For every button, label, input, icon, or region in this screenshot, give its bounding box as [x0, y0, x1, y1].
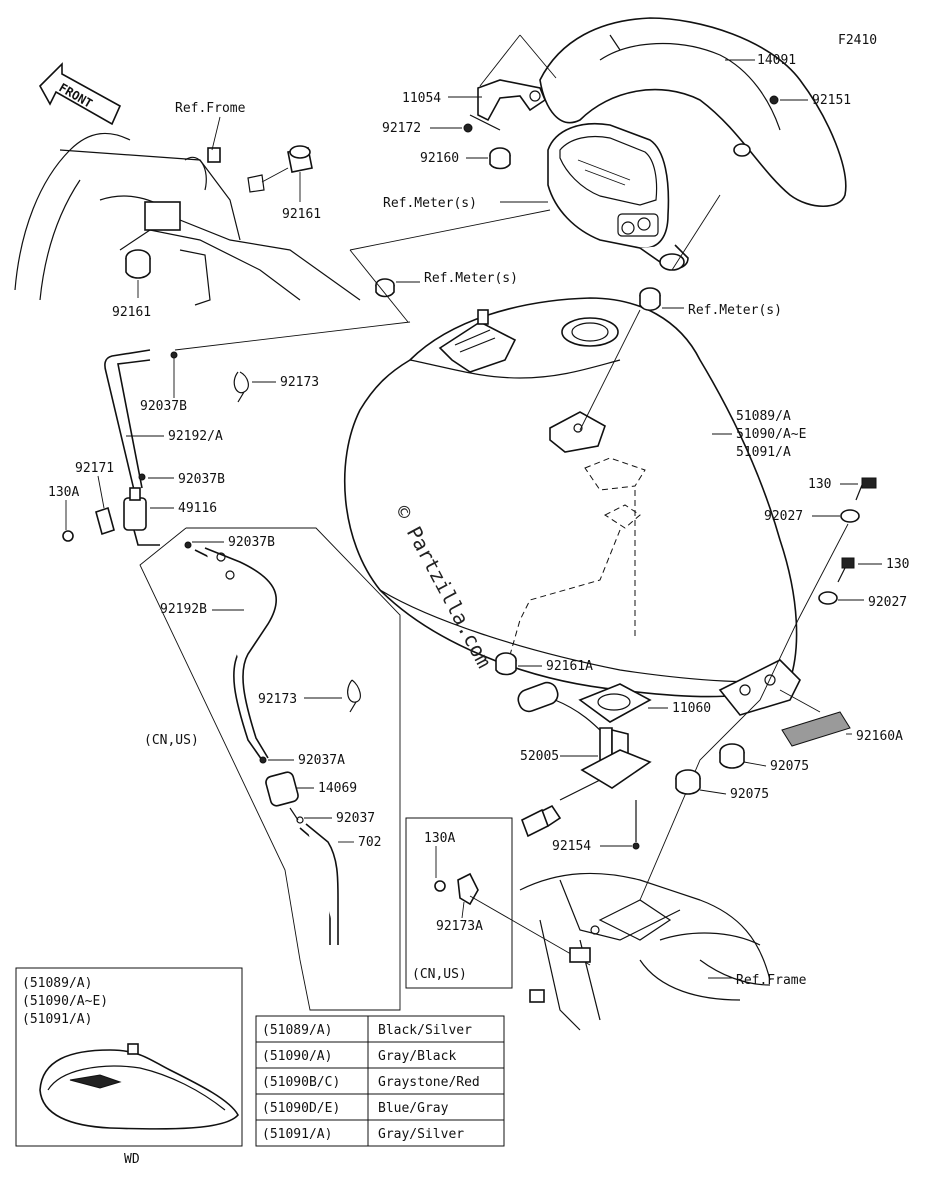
- callout-92027-lower: 92027: [868, 595, 907, 610]
- callout-92173-b: 92173: [258, 692, 297, 707]
- callout-92192B: 92192B: [160, 602, 207, 617]
- bolt-130-upper: [855, 477, 877, 501]
- callout-tank-51091A: 51091/A: [736, 445, 791, 460]
- meter-assembly: [547, 123, 689, 271]
- callout-130-upper: 130: [808, 477, 831, 492]
- callout-92161A: 92161A: [546, 659, 593, 674]
- screw-92154: [632, 800, 640, 850]
- callout-92037B-3: 92037B: [228, 535, 275, 550]
- callout-92154: 92154: [552, 839, 591, 854]
- clip-92173-b: [347, 679, 361, 713]
- callout-tank-51090AE: 51090/A~E: [736, 427, 806, 442]
- inset-caption: WD: [124, 1152, 140, 1167]
- callout-92171: 92171: [75, 461, 114, 476]
- bolt-130A-box: [434, 880, 446, 892]
- callout-92173-a: 92173: [280, 375, 319, 390]
- frame-lower-illustration: [519, 872, 771, 1031]
- fuel-sender-52005: [517, 681, 652, 838]
- table-row-code: (51091/A): [262, 1127, 332, 1142]
- inset-line-3: (51091/A): [22, 1012, 92, 1027]
- region-note-cn-us-left: (CN,US): [144, 733, 199, 748]
- table-row-code: (51090D/E): [262, 1101, 340, 1116]
- callout-130-lower: 130: [886, 557, 909, 572]
- bolt-130A-left: [62, 530, 74, 542]
- fuel-tank: [343, 297, 801, 716]
- callout-52005: 52005: [520, 749, 559, 764]
- damper-92075-upper: [719, 743, 745, 769]
- inset-line-2: (51090/A~E): [22, 994, 108, 1009]
- washer-92027-upper: [840, 509, 860, 523]
- table-row-color: Blue/Gray: [378, 1101, 449, 1116]
- hose-92192B: [194, 547, 277, 761]
- hose-92192A: [104, 349, 151, 491]
- callout-130A-left: 130A: [48, 485, 79, 500]
- color-table: [255, 1015, 505, 1147]
- inset-tank-illustration: [39, 1043, 239, 1130]
- table-row-code: (51090/A): [262, 1049, 332, 1064]
- region-note-cn-us-box: (CN,US): [412, 967, 467, 982]
- table-row-code: (51090B/C): [262, 1075, 340, 1090]
- front-arrow-icon: [39, 62, 122, 126]
- clip-92173-a: [233, 371, 249, 403]
- figure-code: F2410: [838, 33, 877, 48]
- filter-14069: [265, 771, 299, 821]
- screw-92172: [463, 123, 473, 133]
- grommet-92161-bottom: [125, 249, 151, 279]
- callout-92161-bottom: 92161: [112, 305, 151, 320]
- callout-92160A: 92160A: [856, 729, 903, 744]
- washer-92027-lower: [818, 591, 838, 605]
- valve-49116: [123, 487, 160, 546]
- grommet-ref-meter-right: [639, 287, 661, 312]
- ref-meter-label-1: Ref.Meter(s): [383, 196, 477, 211]
- clamp-92171: [95, 506, 115, 536]
- callout-49116: 49116: [178, 501, 217, 516]
- inset-line-1: (51089/A): [22, 976, 92, 991]
- inset-tank-box: [15, 967, 243, 1147]
- callout-130A-box: 130A: [424, 831, 455, 846]
- callout-92037A: 92037A: [298, 753, 345, 768]
- grommet-92161A: [495, 652, 517, 676]
- clamp-92173A: [457, 872, 479, 906]
- callout-11054: 11054: [402, 91, 441, 106]
- ref-frame-top-label: Ref.Frome: [175, 101, 246, 116]
- callout-92075-lower: 92075: [730, 787, 769, 802]
- table-row-code: (51089/A): [262, 1023, 332, 1038]
- table-row-color: Black/Silver: [378, 1023, 472, 1038]
- callout-92192A: 92192/A: [168, 429, 223, 444]
- grommet-92160: [489, 147, 511, 170]
- table-row-color: Graystone/Red: [378, 1075, 480, 1090]
- table-row-color: Gray/Silver: [378, 1127, 464, 1142]
- ref-frame-bottom-label: Ref.Frame: [736, 973, 807, 988]
- meter-cover-14091: [539, 17, 847, 207]
- ref-meter-label-3: Ref.Meter(s): [688, 303, 782, 318]
- screw-92151: [769, 95, 779, 105]
- callout-11060: 11060: [672, 701, 711, 716]
- region-box-cn-us: [405, 817, 513, 989]
- callout-92151: 92151: [812, 93, 851, 108]
- hose-702: [299, 823, 339, 945]
- callout-92037B-2: 92037B: [178, 472, 225, 487]
- callout-92172: 92172: [382, 121, 421, 136]
- callout-702: 702: [358, 835, 381, 850]
- callout-92173A: 92173A: [436, 919, 483, 934]
- pad-92160A: [781, 711, 851, 747]
- callout-92037B-1: 92037B: [140, 399, 187, 414]
- callout-92075-upper: 92075: [770, 759, 809, 774]
- callout-14091: 14091: [757, 53, 796, 68]
- frame-upper-illustration: [14, 132, 361, 306]
- callout-92160: 92160: [420, 151, 459, 166]
- callout-92161-top: 92161: [282, 207, 321, 222]
- table-row-color: Gray/Black: [378, 1049, 456, 1064]
- damper-92075-lower: [675, 769, 701, 795]
- grommet-92161-top: [247, 145, 313, 193]
- callout-92037: 92037: [336, 811, 375, 826]
- callout-14069: 14069: [318, 781, 357, 796]
- callout-tank-51089A: 51089/A: [736, 409, 791, 424]
- bolt-130-lower: [837, 557, 855, 583]
- gasket-11060: [578, 683, 652, 723]
- ref-meter-label-2: Ref.Meter(s): [424, 271, 518, 286]
- bracket-11054: [469, 79, 546, 131]
- callout-92027-upper: 92027: [764, 509, 803, 524]
